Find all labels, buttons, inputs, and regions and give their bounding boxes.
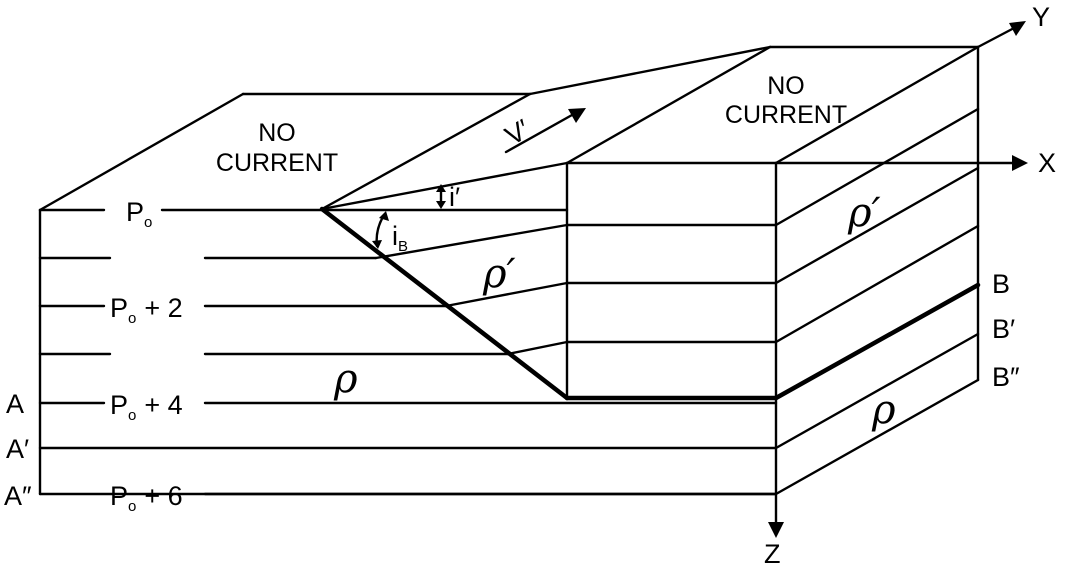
pressure-label-p2: Po+ 2: [110, 293, 183, 327]
front-ridge-front: [320, 161, 569, 211]
isobars-cold-side: [38, 208, 778, 496]
surface-labels: A A′ A″ B B′ B″: [4, 269, 1020, 511]
pressure-label-p0: Po: [126, 197, 152, 231]
z-axis-arrowhead: [768, 522, 784, 538]
angle-i-b: iB: [372, 211, 408, 255]
frontal-surface-side: [773, 282, 981, 401]
frontal-surface: [319, 206, 981, 401]
front-ridge-left: [320, 92, 532, 211]
y-axis-arrowhead: [1009, 21, 1026, 36]
density-label-wedge: ρ′: [482, 251, 516, 297]
frontal-surface-slope: [319, 206, 570, 401]
no-current-left-line2: CURRENT: [216, 149, 338, 177]
isobar-p3-right: [774, 224, 980, 344]
y-axis-label: Y: [1032, 2, 1050, 32]
pressure-labels: Po Po+ 2 Po+ 4 Po+ 6: [110, 197, 183, 515]
isobar-p1-right: [774, 107, 980, 227]
axes: X Y Z: [764, 2, 1056, 569]
isobar-p2-wedge: [444, 281, 569, 308]
angle-i-b-label: iB: [392, 221, 408, 255]
velocity-arrow-head: [568, 108, 586, 123]
density-labels: ρ′ ρ′ ρ ρ: [333, 190, 896, 433]
surface-label-b: B: [992, 269, 1010, 299]
bottom-right-edge: [774, 378, 980, 496]
angle-i-prime-label: i′: [449, 182, 460, 212]
isobars-warm-wedge: [374, 223, 778, 356]
surface-label-b-double-prime: B″: [992, 362, 1020, 392]
no-current-right-line1: NO: [767, 72, 805, 100]
right-top-right-edge: [774, 45, 980, 165]
angle-i-prime-arrow-top: [436, 184, 446, 192]
front-ridge-right: [565, 45, 772, 165]
front-ridge-back: [528, 45, 772, 96]
isobars-right-face: [774, 107, 980, 450]
no-current-right-line2: CURRENT: [725, 101, 847, 129]
density-label-right-upper: ρ′: [847, 190, 881, 236]
isobar-p5-right: [774, 332, 980, 450]
surface-label-a-prime: A′: [6, 434, 29, 464]
angle-i-b-arrow-top: [379, 211, 389, 221]
y-axis-line: [976, 25, 1018, 49]
velocity-vector: V′: [500, 108, 586, 154]
density-label-right-lower: ρ: [871, 387, 896, 433]
angle-i-b-arrow-bottom: [372, 240, 382, 249]
angle-i-prime: i′: [436, 182, 460, 212]
surface-label-b-prime: B′: [992, 314, 1015, 344]
isobar-p1-wedge: [374, 223, 569, 260]
left-top-back-edge: [38, 92, 245, 212]
x-axis-label: X: [1038, 148, 1056, 178]
z-axis-label: Z: [764, 539, 781, 569]
pressure-label-p6: Po+ 6: [110, 481, 183, 515]
velocity-arrow-shaft: [504, 113, 574, 154]
angle-i-prime-arrow-bottom: [436, 201, 446, 209]
isobar-p3-wedge: [506, 340, 569, 356]
no-current-left-line1: NO: [258, 119, 296, 147]
surface-label-a-double-prime: A″: [4, 481, 32, 511]
pressure-label-p4: Po+ 4: [110, 390, 183, 424]
isobar-p2-right: [774, 166, 980, 285]
density-label-left-cold: ρ: [333, 356, 358, 402]
region-labels: NO CURRENT NO CURRENT: [216, 72, 847, 177]
velocity-label: V′: [500, 114, 535, 152]
surface-label-a: A: [6, 389, 24, 419]
x-axis-arrowhead: [1012, 155, 1028, 171]
